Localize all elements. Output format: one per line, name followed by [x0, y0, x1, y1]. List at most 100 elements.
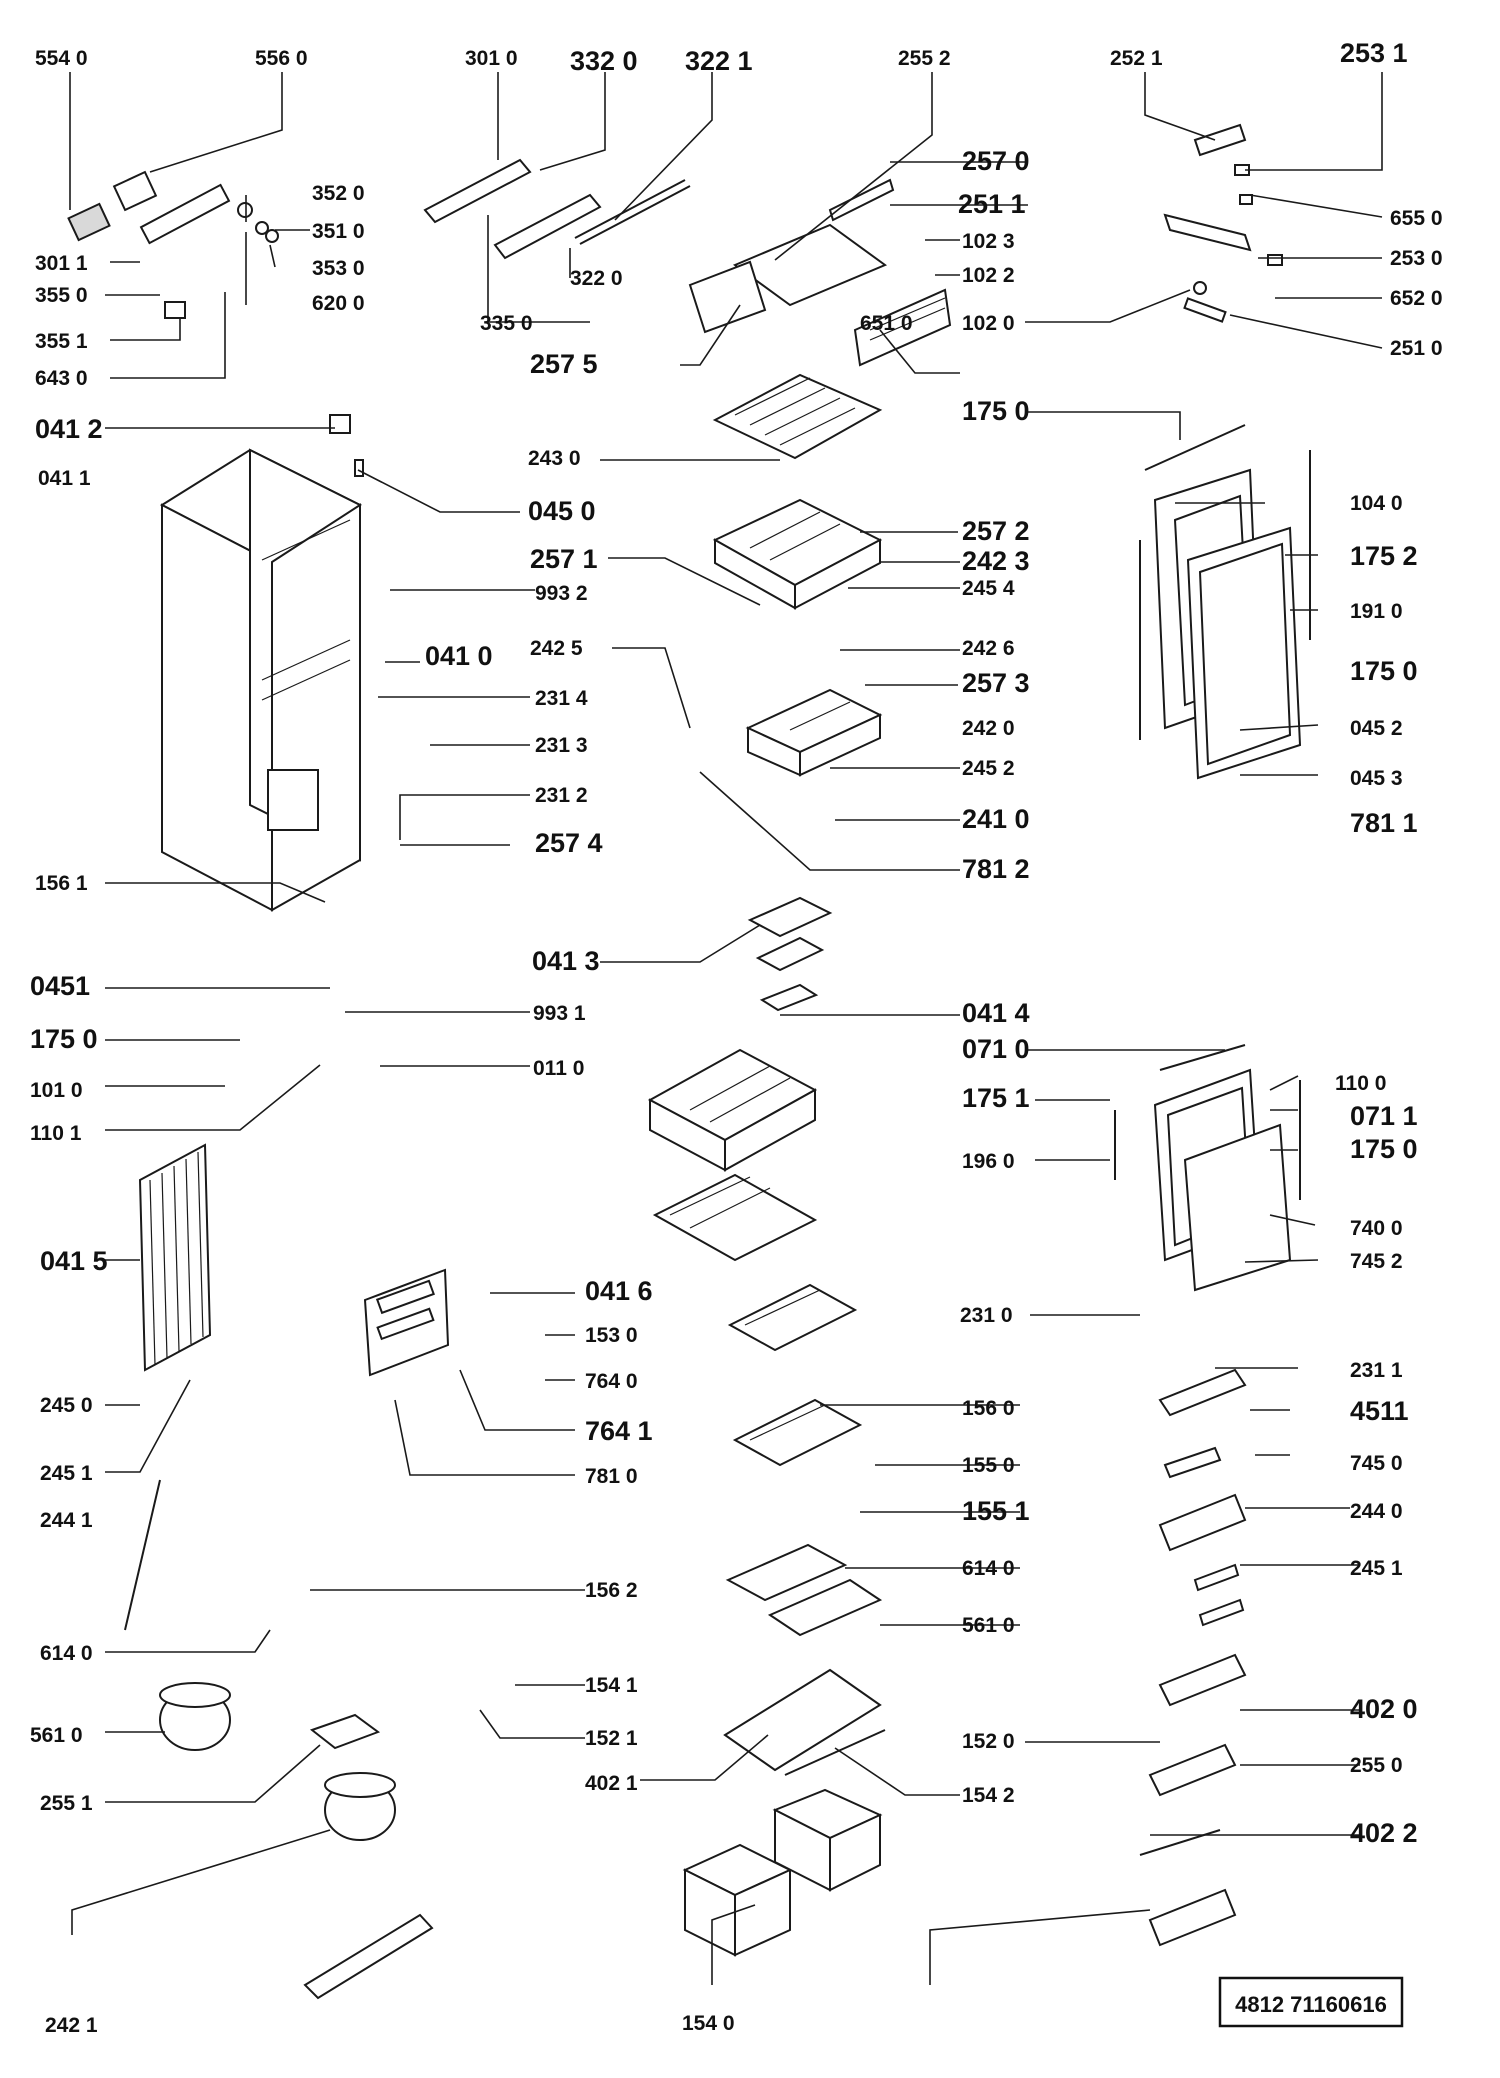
callout-label: 175 2: [1350, 541, 1418, 571]
callout-label: 156 0: [962, 1397, 1015, 1420]
callout-label: 245 1: [40, 1462, 93, 1485]
callout-label: 251 0: [1390, 337, 1443, 360]
callout-label: 071 0: [962, 1034, 1030, 1064]
callout-label: 351 0: [312, 220, 365, 243]
callout-label: 745 0: [1350, 1452, 1403, 1475]
callout-label: 255 1: [40, 1792, 93, 1815]
callout-label: 257 1: [530, 544, 598, 574]
cabinet-body: [159, 414, 364, 912]
callout-label: 322 0: [570, 267, 623, 290]
door-shelves: [1139, 1368, 1247, 1947]
wire-shelves: [652, 1173, 883, 1637]
freezer-basket: [647, 1048, 818, 1172]
callout-label: 764 0: [585, 1370, 638, 1393]
callout-label: 322 1: [685, 46, 753, 76]
top-hinge: [1163, 123, 1283, 323]
thermostat-parts: [67, 170, 279, 319]
callout-label: 652 0: [1390, 287, 1443, 310]
callout-label: 245 2: [962, 757, 1015, 780]
callout-label: 104 0: [1350, 492, 1403, 515]
callout-label: 152 1: [585, 1727, 638, 1750]
callout-label: 244 0: [1350, 1500, 1403, 1523]
callout-label: 041 0: [425, 641, 493, 671]
callout-label: 155 1: [962, 1496, 1030, 1526]
callout-label: 041 2: [35, 414, 103, 444]
ice-trays: [747, 896, 833, 1012]
callout-label: 156 1: [35, 872, 88, 895]
callout-label: 355 1: [35, 330, 88, 353]
callout-label: 011 0: [533, 1057, 584, 1080]
callout-label: 102 0: [962, 312, 1015, 335]
callout-label: 041 5: [40, 1246, 108, 1276]
freezer-door: [1139, 424, 1311, 780]
callout-label: 301 1: [35, 252, 88, 275]
callout-label: 614 0: [962, 1557, 1015, 1580]
leader-lines: [69, 72, 1383, 1985]
callout-label: 231 2: [535, 784, 588, 807]
callout-label: 651 0: [860, 312, 913, 335]
glass-shelf: [723, 1668, 886, 1776]
callout-label: 175 1: [962, 1083, 1030, 1113]
callout-label: 745 2: [1350, 1250, 1403, 1273]
callout-label: 041 4: [962, 998, 1030, 1028]
callout-label: 556 0: [255, 47, 308, 70]
callout-label: 301 0: [465, 47, 518, 70]
compressors: [124, 1479, 434, 2000]
callout-label: 764 1: [585, 1416, 653, 1446]
callout-label: 045 0: [528, 496, 596, 526]
callout-label: 245 1: [1350, 1557, 1403, 1580]
callout-label: 353 0: [312, 257, 365, 280]
callout-label: 402 0: [1350, 1694, 1418, 1724]
control-panel: [363, 1268, 450, 1377]
callout-label: 154 0: [682, 2012, 735, 2035]
freezer-shelf: [712, 373, 883, 460]
callout-label: 156 2: [585, 1579, 638, 1602]
callout-label: 231 4: [535, 687, 588, 710]
callout-label: 355 0: [35, 284, 88, 307]
callout-label: 655 0: [1390, 207, 1443, 230]
callout-label: 561 0: [962, 1614, 1015, 1637]
callout-label: 402 1: [585, 1772, 638, 1795]
callout-label: 402 2: [1350, 1818, 1418, 1848]
fridge-door: [1114, 1044, 1301, 1292]
callout-label: 255 2: [898, 47, 951, 70]
callout-label: 740 0: [1350, 1217, 1403, 1240]
callout-label: 241 0: [962, 804, 1030, 834]
callout-label: 251 1: [958, 189, 1026, 219]
callout-label: 045 3: [1350, 767, 1403, 790]
top-rails: [423, 158, 691, 260]
callout-label: 196 0: [962, 1150, 1015, 1173]
callout-label: 102 3: [962, 230, 1015, 253]
callout-label: 335 0: [480, 312, 533, 335]
callout-label: 614 0: [40, 1642, 93, 1665]
callout-label: 191 0: [1350, 600, 1403, 623]
callout-label: 242 1: [45, 2014, 98, 2037]
callout-label: 242 0: [962, 717, 1015, 740]
callout-label: 257 3: [962, 668, 1030, 698]
callout-label: 352 0: [312, 182, 365, 205]
callout-label: 242 6: [962, 637, 1015, 660]
callout-label: 253 0: [1390, 247, 1443, 270]
callout-label: 154 2: [962, 1784, 1015, 1807]
crisper-drawers: [682, 1788, 883, 1957]
callout-label: 252 1: [1110, 47, 1163, 70]
callout-label: 257 0: [962, 146, 1030, 176]
freezer-drawer-upper: [712, 498, 883, 610]
callout-label: 993 1: [533, 1002, 586, 1025]
callout-label: 231 3: [535, 734, 588, 757]
callout-label: 245 4: [962, 577, 1015, 600]
top-cover: [688, 178, 952, 367]
callout-label: 620 0: [312, 292, 365, 315]
component-drawings: [67, 123, 1311, 2000]
callout-label: 243 0: [528, 447, 581, 470]
callout-label: 045 2: [1350, 717, 1403, 740]
document-code-text: 4812 71160616: [1235, 1992, 1387, 2017]
callout-label: 242 5: [530, 637, 583, 660]
callout-label: 332 0: [570, 46, 638, 76]
callout-label: 0451: [30, 971, 90, 1001]
callout-label: 102 2: [962, 264, 1015, 287]
callout-label: 257 4: [535, 828, 603, 858]
callout-label: 561 0: [30, 1724, 83, 1747]
callout-label: 041 1: [38, 467, 91, 490]
